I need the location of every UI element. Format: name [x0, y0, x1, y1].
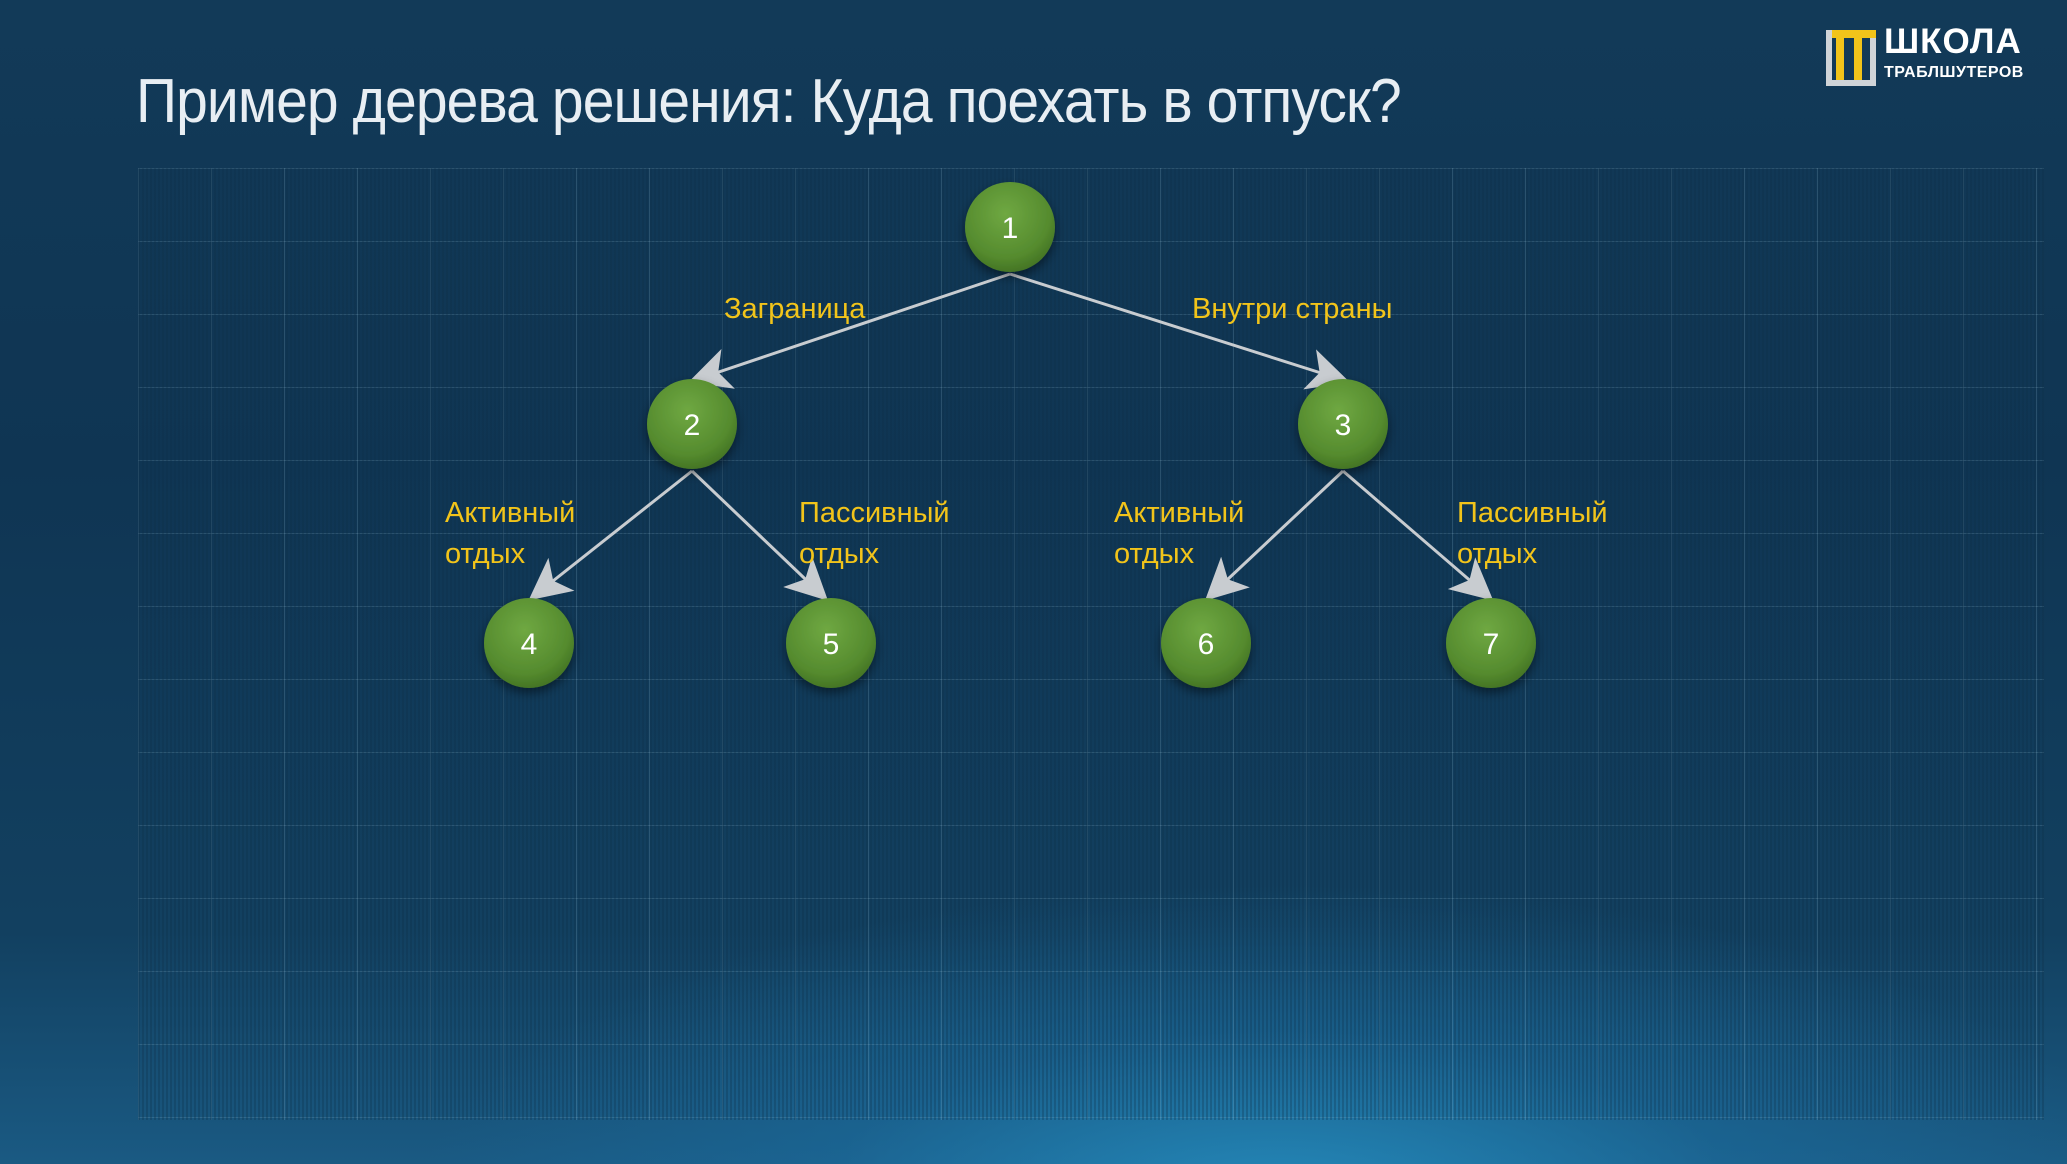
logo-text-main: ШКОЛА: [1884, 22, 2022, 61]
edge-2-4: [528, 469, 693, 601]
tree-node-1-label: 1: [1002, 212, 1019, 245]
logo-mark-icon: [1826, 30, 1876, 86]
edge-label-abroad: Заграница: [724, 293, 866, 325]
edge-label-passive-right-line1: Пассивный: [1457, 497, 1608, 529]
tree-node-3: 3: [1298, 379, 1388, 469]
edge-label-domestic: Внутри страны: [1192, 293, 1392, 325]
edge-1-3: [1009, 272, 1350, 390]
edge-label-active-left-line2: отдых: [445, 538, 526, 570]
tree-node-6-label: 6: [1198, 628, 1215, 661]
edge-label-passive-left-line1: Пассивный: [799, 497, 950, 529]
tree-node-1: 1: [965, 182, 1055, 272]
tree-node-5: 5: [786, 598, 876, 688]
tree-node-2: 2: [647, 379, 737, 469]
edge-3-6: [1204, 469, 1345, 601]
edge-label-active-right-line2: отдых: [1114, 538, 1195, 570]
tree-node-5-label: 5: [823, 628, 840, 661]
edge-3-7: [1342, 469, 1494, 601]
background-grid: [138, 168, 2044, 1120]
school-logo: ШКОЛА ТРАБЛШУТЕРОВ: [1824, 22, 2048, 88]
tree-node-7-label: 7: [1483, 628, 1500, 661]
edge-2-5: [690, 469, 829, 601]
tree-node-3-label: 3: [1335, 409, 1352, 442]
tree-node-6: 6: [1161, 598, 1251, 688]
tree-node-4-label: 4: [521, 628, 538, 661]
tree-node-4: 4: [484, 598, 574, 688]
edge-label-active-left-line1: Активный: [445, 497, 575, 529]
edge-label-passive-right-line2: отдых: [1457, 538, 1538, 570]
edge-label-active-right-line1: Активный: [1114, 497, 1244, 529]
edge-label-passive-left-line2: отдых: [799, 538, 880, 570]
slide-title: Пример дерева решения: Куда поехать в от…: [136, 67, 1402, 136]
edge-1-2: [688, 272, 1011, 389]
tree-node-7: 7: [1446, 598, 1536, 688]
tree-node-2-label: 2: [684, 409, 701, 442]
logo-text-sub: ТРАБЛШУТЕРОВ: [1884, 64, 2024, 81]
